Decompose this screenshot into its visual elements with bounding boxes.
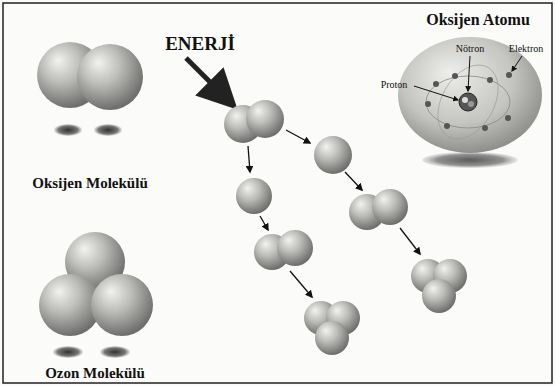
part-name: Elektron — [509, 43, 543, 54]
part-name: Nötron — [456, 43, 484, 54]
molecule-title: Oksijen Molekülü — [32, 175, 147, 192]
energy-label: ENERJİ — [165, 34, 235, 55]
leader-lines — [414, 56, 522, 100]
ozone-molecule — [39, 232, 153, 358]
molecule-title: Ozon Molekülü — [45, 365, 145, 382]
energy-arrow — [186, 58, 232, 104]
part-name: Proton — [381, 79, 408, 90]
atom-title: Oksijen Atomu — [426, 11, 530, 29]
frame — [3, 3, 552, 383]
oxygen-atom — [398, 37, 542, 168]
oxygen-molecule — [37, 42, 143, 136]
